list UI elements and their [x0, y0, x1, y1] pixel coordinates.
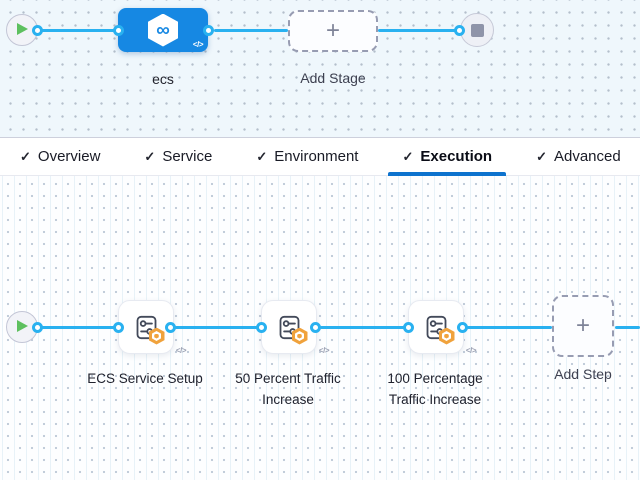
plus-icon: + — [575, 312, 590, 339]
connector-line — [467, 325, 552, 329]
tab-label: Environment — [274, 148, 359, 165]
code-icon: </> — [465, 346, 477, 355]
step-node-100-percentage-traffic-increase[interactable]: </> — [408, 300, 477, 355]
connector-line — [214, 28, 288, 32]
connector-line — [615, 325, 640, 329]
connector-dot — [309, 321, 321, 333]
tab-environment[interactable]: ✓ Environment — [242, 138, 372, 175]
deploy-badge-icon — [291, 327, 308, 345]
code-icon: </> — [192, 40, 204, 49]
tab-label: Overview — [37, 148, 101, 165]
add-stage-button[interactable]: + — [288, 10, 378, 52]
code-icon: </> — [318, 346, 330, 355]
execution-canvas: </> ECS Service Setup </> 50 Percent Tra… — [0, 176, 640, 480]
connector-line — [175, 325, 261, 329]
connector-dot — [31, 24, 43, 36]
connector-line — [38, 325, 119, 329]
add-stage-label: Add Stage — [300, 70, 366, 86]
stage-config-tabbar: ✓ Overview ✓ Service ✓ Environment ✓ Exe… — [0, 137, 640, 176]
connector-line — [38, 28, 119, 32]
check-icon: ✓ — [402, 148, 414, 164]
connector-dot — [31, 321, 43, 333]
tab-underline — [388, 172, 507, 176]
check-icon: ✓ — [144, 148, 156, 164]
tab-advanced[interactable]: ✓ Advanced — [522, 138, 635, 175]
infinity-glyph: ∞ — [156, 19, 170, 41]
step-label: 100 Percentage Traffic Increase — [387, 371, 483, 407]
connector-dot — [402, 321, 414, 333]
play-icon — [17, 23, 28, 35]
connector-dot — [164, 321, 176, 333]
code-icon: </> — [175, 346, 187, 355]
tab-overview[interactable]: ✓ Overview — [6, 138, 114, 175]
tab-label: Execution — [420, 148, 493, 165]
execution-start-node — [6, 311, 38, 343]
step-label: ECS Service Setup — [87, 371, 203, 386]
pipeline-end-node — [460, 13, 494, 47]
connector-dot — [202, 24, 214, 36]
connector-line — [378, 28, 459, 32]
check-icon: ✓ — [536, 148, 547, 164]
step-config-icon — [276, 314, 308, 345]
stop-icon — [470, 23, 484, 37]
add-step-label: Add Step — [554, 366, 612, 382]
connector-dot — [453, 24, 465, 36]
stage-node-ecs[interactable]: ∞ </> — [118, 8, 208, 52]
check-icon: ✓ — [20, 148, 31, 164]
step-config-icon — [133, 314, 165, 345]
stage-canvas: ∞ </> ecs + Add Stage — [0, 0, 640, 137]
step-node-50-percent-traffic-increase[interactable]: </> — [261, 300, 330, 355]
tab-label: Service — [162, 148, 213, 165]
tab-execution[interactable]: ✓ Execution — [388, 138, 507, 176]
check-icon: ✓ — [256, 148, 268, 164]
connector-dot — [255, 321, 267, 333]
connector-dot — [456, 321, 468, 333]
tab-label: Advanced — [553, 148, 621, 165]
harness-logo-icon: ∞ — [148, 13, 178, 47]
play-icon — [17, 320, 28, 332]
step-config-icon — [423, 314, 455, 345]
stage-name-label: ecs — [152, 71, 174, 87]
connector-dot — [112, 321, 124, 333]
connector-dot — [112, 24, 124, 36]
deploy-badge-icon — [438, 327, 455, 345]
connector-line — [320, 325, 408, 329]
deploy-badge-icon — [148, 327, 165, 345]
add-step-button[interactable]: + — [552, 295, 614, 357]
tab-service[interactable]: ✓ Service — [130, 138, 226, 175]
step-label: 50 Percent Traffic Increase — [235, 371, 341, 407]
plus-icon: + — [325, 17, 340, 44]
